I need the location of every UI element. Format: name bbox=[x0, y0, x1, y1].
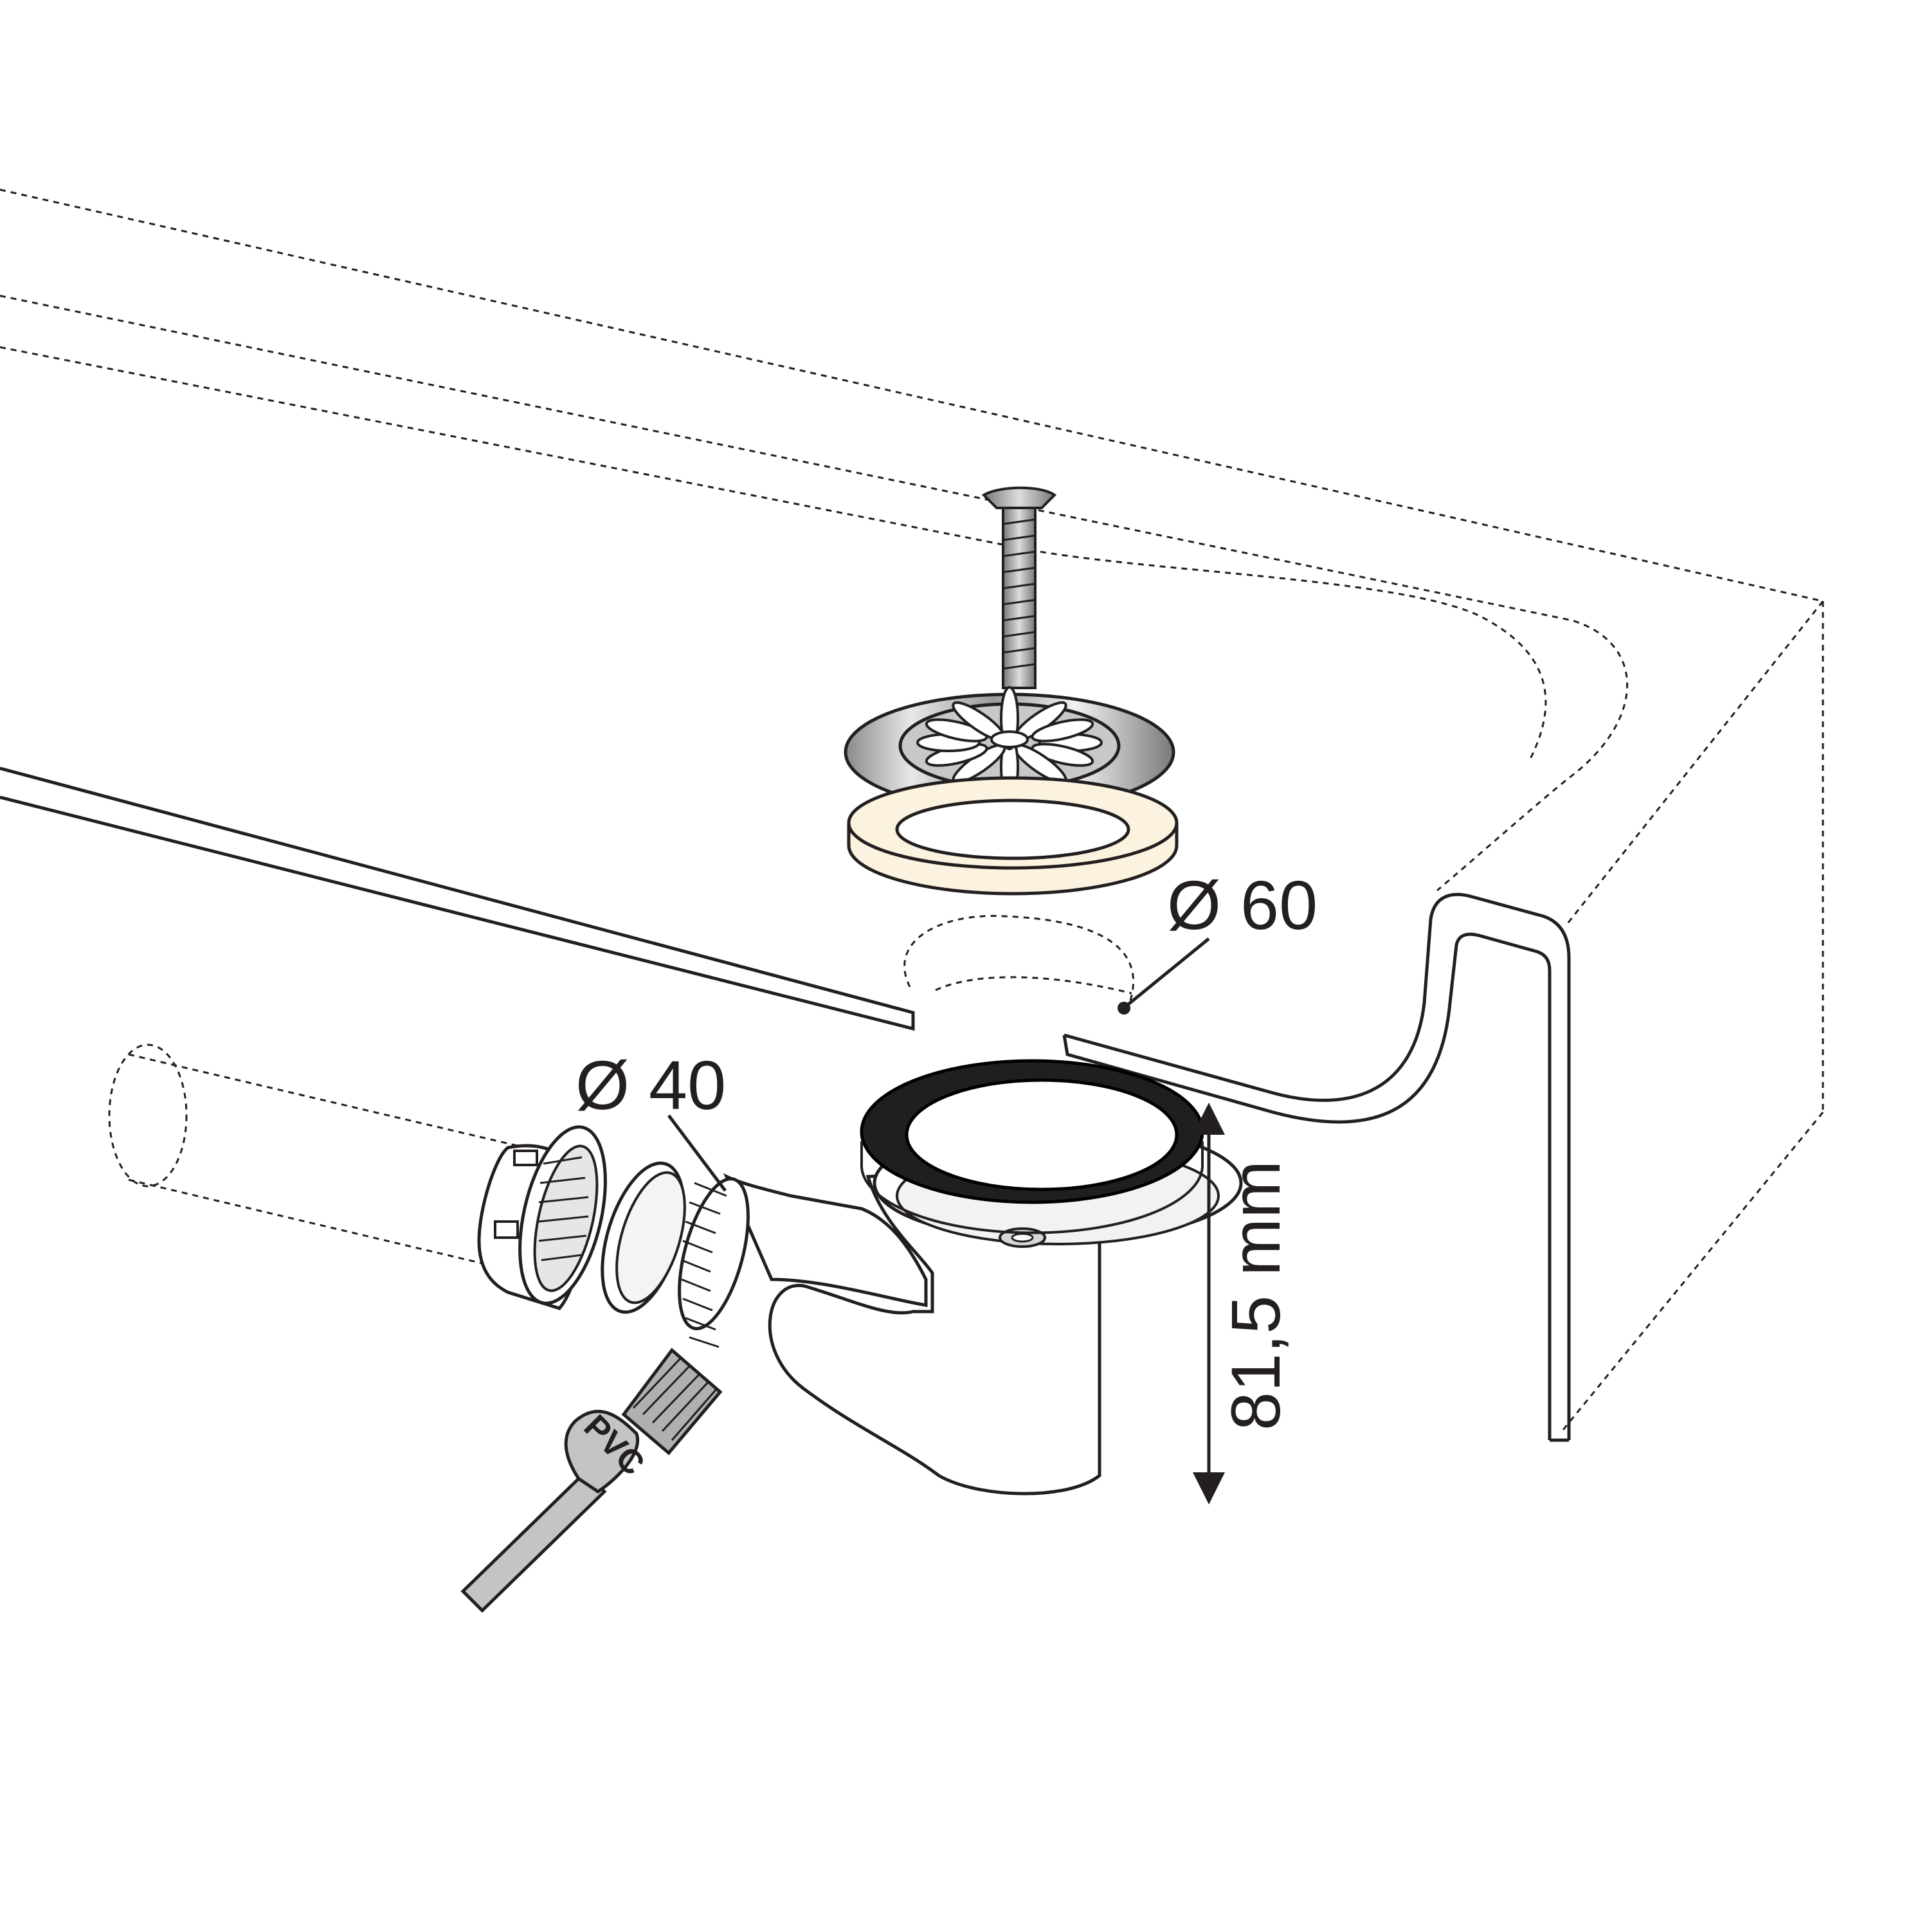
strainer-slot bbox=[1031, 743, 1094, 767]
height-dimension: 81,5 mm bbox=[1193, 1103, 1294, 1504]
pvc-brush: PVC bbox=[460, 1348, 723, 1613]
pvc-pipe bbox=[108, 1043, 554, 1265]
worktop-outline bbox=[0, 188, 1824, 1431]
strainer-washer bbox=[847, 776, 1179, 896]
strainer-grid bbox=[844, 686, 1175, 812]
outlet-diameter-dimension: Ø 60 bbox=[1118, 866, 1318, 1015]
sink-basin-section bbox=[0, 766, 1571, 1442]
black-gasket bbox=[860, 1059, 1204, 1234]
cone-washer bbox=[601, 1161, 686, 1314]
outlet-diameter-label: Ø 60 bbox=[1167, 866, 1318, 944]
pipe-diameter-label: Ø 40 bbox=[575, 1046, 726, 1124]
pipe-nut bbox=[477, 1125, 607, 1310]
drain-hole bbox=[903, 915, 1135, 1007]
pipe-diameter-dimension: Ø 40 bbox=[575, 1046, 727, 1192]
height-label: 81,5 mm bbox=[1217, 1160, 1294, 1431]
strainer-slot bbox=[1031, 718, 1094, 743]
strainer-slot bbox=[925, 718, 988, 743]
screw bbox=[981, 486, 1057, 689]
